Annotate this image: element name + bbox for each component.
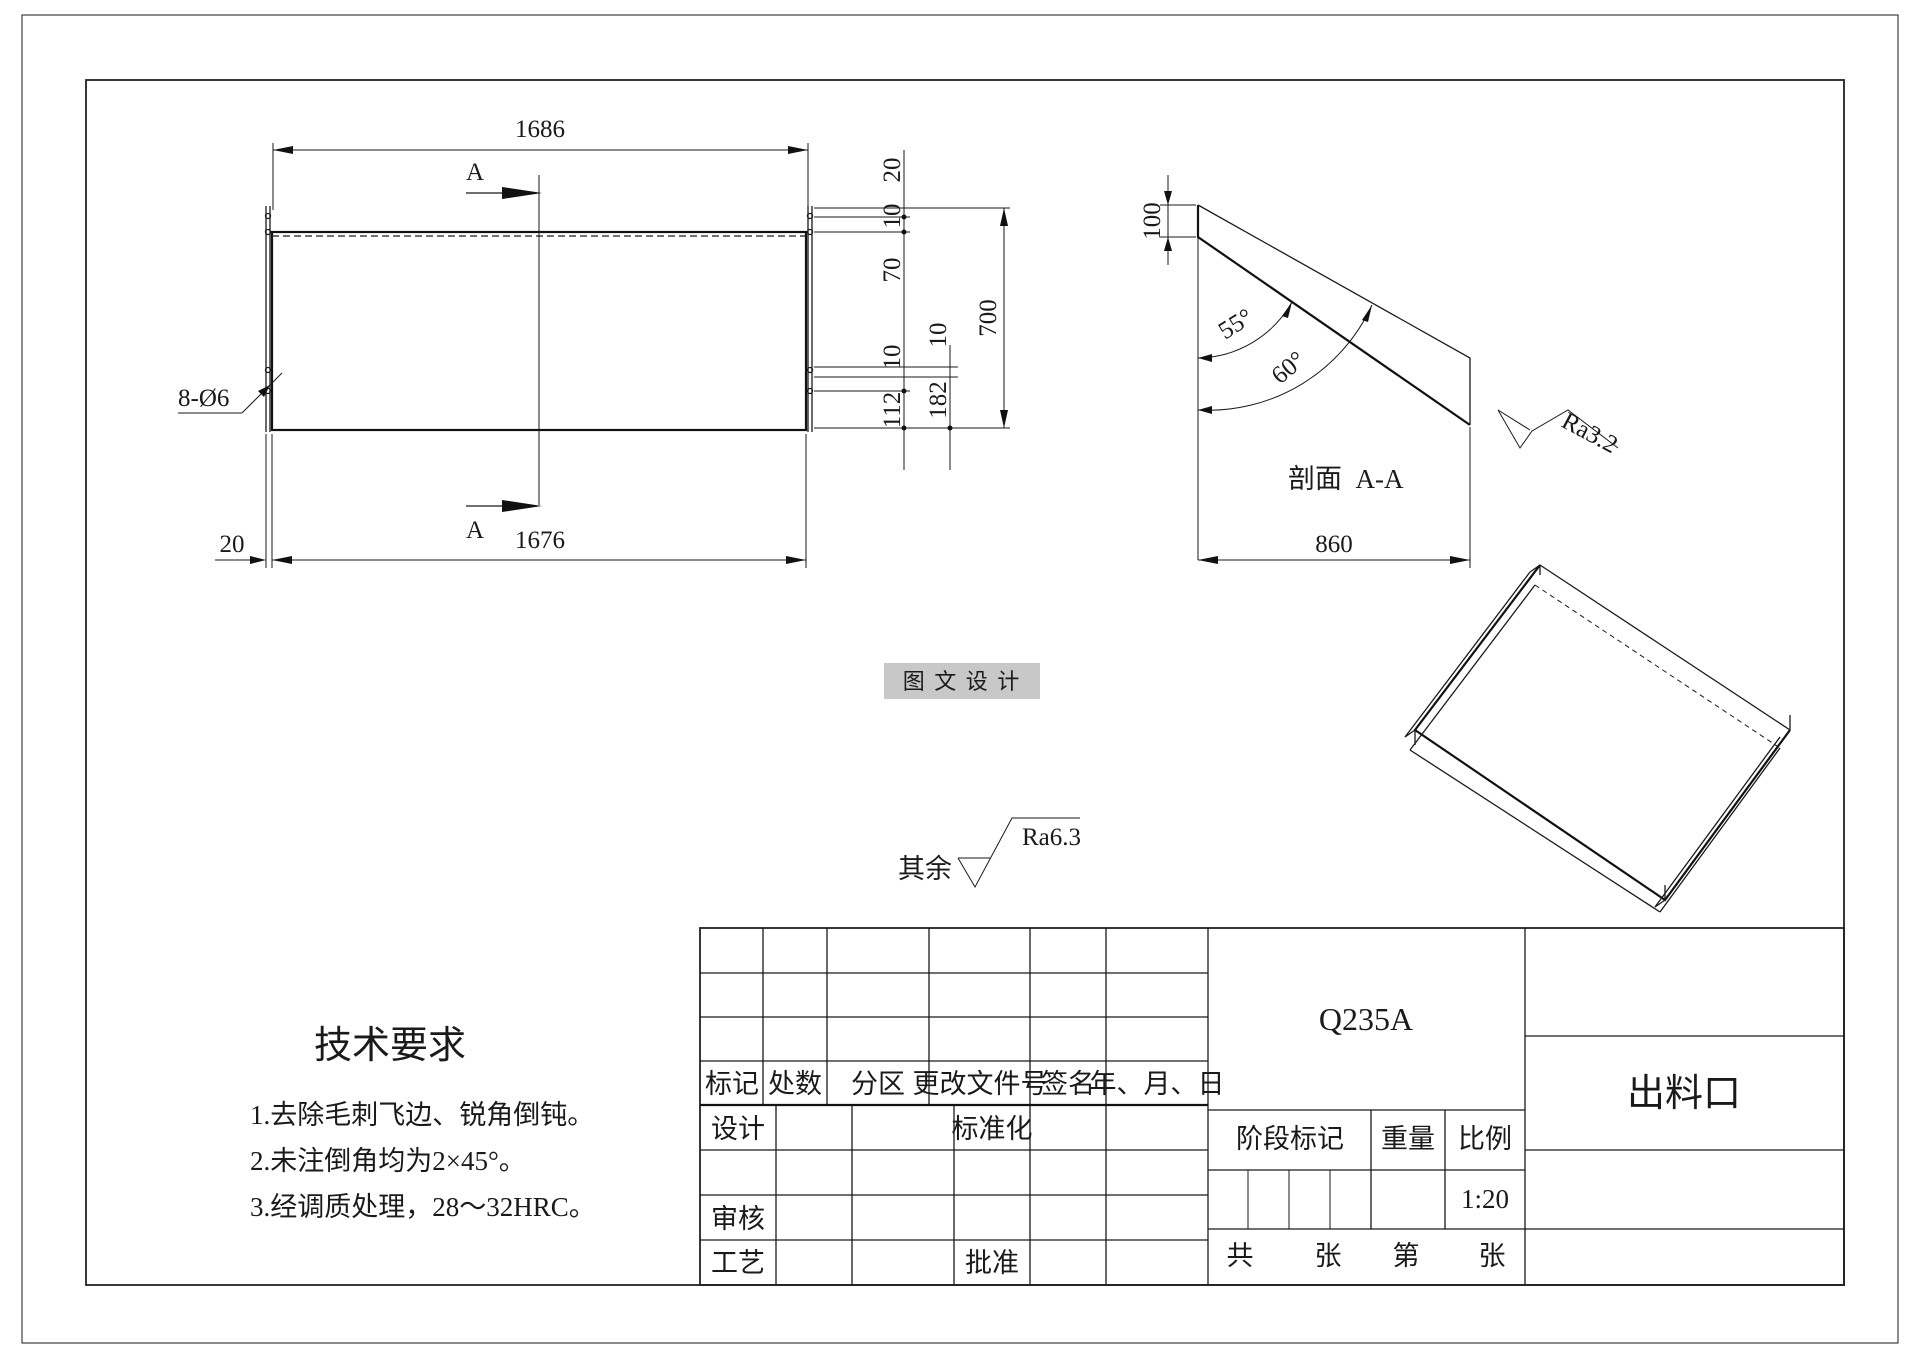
svg-text:图 文 设 计: 图 文 设 计 [903,669,1022,694]
dim-70: 70 [879,258,906,283]
tech-item-2: 2.未注倒角均为2×45°。 [250,1146,526,1176]
surface-rest: 其余 Ra6.3 [898,817,1081,889]
label-scale: 比例 [1458,1124,1512,1154]
label-standardization: 标准化 [952,1114,1033,1144]
svg-text:Ra6.3: Ra6.3 [1022,824,1081,851]
section-label-bottom: A [466,517,484,544]
hdr-count: 处数 [768,1069,822,1099]
dim-700: 700 [975,299,1002,337]
roughness-ra32: Ra3.2 [1497,407,1622,459]
svg-text:Ra3.2: Ra3.2 [1557,407,1622,459]
section-title: 剖面 A-A [1288,464,1404,494]
hdr-change-doc: 更改文件号 [913,1069,1048,1099]
hdr-zone: 分区 [851,1069,905,1099]
hdr-date: 年、月、日 [1090,1069,1225,1099]
tech-item-3: 3.经调质处理，28～32HRC。 [250,1192,596,1222]
title-block: 标记 处数 分区 更改文件号 签名 年、月、日 设计 标准化 审核 工艺 批准 … [699,927,1845,1286]
label-approve: 批准 [965,1248,1019,1278]
material: Q235A [1319,1001,1413,1037]
svg-text:其余: 其余 [898,854,952,884]
label-review: 审核 [711,1204,765,1234]
right-dim-chain: 20 10 70 10 10 112 182 700 [814,150,1010,470]
hdr-sign: 签名 [1041,1069,1095,1099]
dim-860: 860 [1315,531,1353,558]
label-sheets-2: 张 [1479,1241,1506,1271]
label-design: 设计 [711,1114,765,1144]
part-name: 出料口 [1627,1073,1741,1115]
label-weight: 重量 [1381,1124,1435,1154]
tech-item-1: 1.去除毛刺飞边、锐角倒钝。 [250,1100,594,1130]
label-sheets: 张 [1315,1241,1342,1271]
dim-112: 112 [879,392,906,429]
section-label-top: A [466,159,484,186]
tech-requirements: 技术要求 1.去除毛刺飞边、锐角倒钝。 2.未注倒角均为2×45°。 3.经调质… [250,1025,596,1222]
label-stage-mark: 阶段标记 [1236,1124,1344,1154]
label-sheet-no: 第 [1393,1241,1420,1271]
dim-10-b: 10 [879,345,906,370]
dim-20-right: 20 [879,158,906,183]
watermark: 图 文 设 计 [884,663,1040,699]
holes-right [806,212,814,395]
front-view: 1686 A A 1676 20 8-Ø6 [178,116,1010,568]
dim-100: 100 [1139,202,1166,240]
hole-callout: 8-Ø6 [178,385,229,412]
dim-1686: 1686 [515,116,565,143]
tech-title: 技术要求 [314,1025,466,1067]
scale-value: 1:20 [1461,1184,1509,1214]
label-process: 工艺 [711,1248,765,1278]
dim-10-c: 10 [925,323,952,348]
outer-frame [21,14,1899,1344]
hdr-mark: 标记 [705,1069,759,1099]
dim-20-left: 20 [220,531,245,558]
dim-182: 182 [925,381,952,419]
isometric-view [1404,564,1791,913]
dim-10-a: 10 [879,204,906,229]
label-total: 共 [1227,1241,1254,1271]
section-view: 100 55° 60° 剖面 A-A 860 Ra3.2 [1139,175,1622,568]
angle-55: 55° [1214,304,1258,345]
dim-1676: 1676 [515,527,565,554]
